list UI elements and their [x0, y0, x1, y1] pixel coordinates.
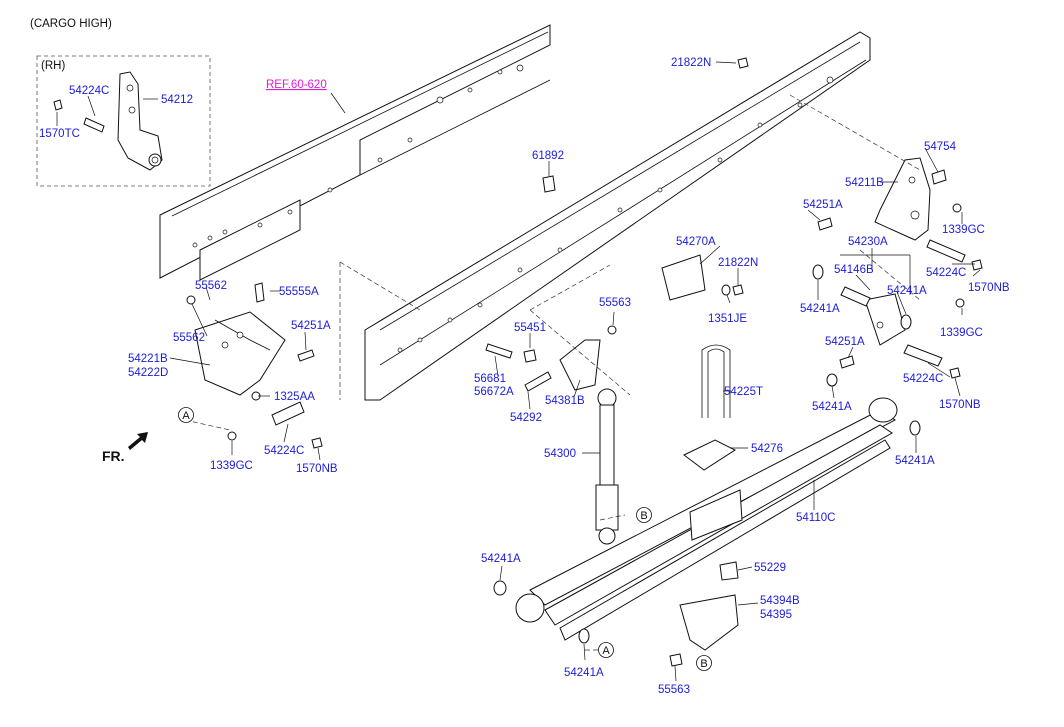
part-1325AA[interactable]: 1325AA	[274, 391, 315, 403]
part-54251A-right[interactable]: 54251A	[803, 199, 843, 211]
part-55562-a[interactable]: 55562	[195, 280, 227, 292]
part-54381B[interactable]: 54381B	[545, 395, 585, 407]
nut-55563-bottom	[669, 653, 683, 667]
part-1351JE[interactable]: 1351JE	[708, 313, 747, 325]
part-1570TC[interactable]: 1570TC	[39, 128, 80, 140]
rear-hanger-assembly	[812, 157, 983, 436]
washer-54241A-bottom	[578, 628, 590, 644]
circle-ref-b-bottom: B	[696, 655, 712, 671]
part-1570NB-r2[interactable]: 1570NB	[939, 399, 981, 411]
part-54222D[interactable]: 54222D	[128, 367, 168, 379]
frame-rail-lower	[364, 31, 871, 401]
frame-rail-upper	[159, 24, 551, 281]
front-hanger-assembly	[186, 282, 323, 449]
part-1570NB-r1[interactable]: 1570NB	[968, 282, 1010, 294]
part-54241A-r2[interactable]: 54241A	[800, 303, 840, 315]
spring-seat-54276	[683, 439, 737, 471]
part-54224C-r2[interactable]: 54224C	[903, 373, 943, 385]
part-54395[interactable]: 54395	[760, 609, 792, 621]
part-1570NB-left[interactable]: 1570NB	[296, 463, 338, 475]
svg-text:B: B	[700, 658, 707, 670]
inset-bracket-54212	[117, 71, 163, 171]
rh-inset: (RH)	[36, 55, 211, 187]
part-54225T[interactable]: 54225T	[724, 386, 763, 398]
variant-title: (CARGO HIGH)	[30, 18, 112, 30]
part-55562-b[interactable]: 55562	[173, 332, 205, 344]
svg-text:B: B	[640, 510, 647, 522]
inset-grease-fitting	[53, 99, 63, 111]
part-55563-mid[interactable]: 55563	[599, 297, 631, 309]
part-56672A[interactable]: 56672A	[474, 386, 514, 398]
part-54241A-bottom[interactable]: 54241A	[564, 667, 604, 679]
part-54241A-r3[interactable]: 54241A	[812, 401, 852, 413]
part-1339GC-left[interactable]: 1339GC	[210, 460, 253, 472]
frame-holes	[192, 64, 834, 353]
part-55555A[interactable]: 55555A	[279, 286, 319, 298]
inset-pin-54224C	[83, 117, 105, 133]
part-55563-bottom[interactable]: 55563	[658, 684, 690, 696]
part-54211B[interactable]: 54211B	[845, 177, 884, 189]
inset-side-label: (RH)	[41, 60, 65, 72]
part-21822N-top[interactable]: 21822N	[671, 57, 711, 69]
leaf-spring-54110C	[515, 397, 898, 641]
svg-text:A: A	[182, 410, 190, 422]
part-54221B[interactable]: 54221B	[128, 353, 168, 365]
u-bolt-54225T	[701, 344, 731, 418]
part-54241A-bottom-left[interactable]: 54241A	[481, 553, 521, 565]
part-54224C-left[interactable]: 54224C	[264, 445, 304, 457]
part-labels: 54224C 54212 1570TC 21822N 54754 61892 5…	[39, 57, 1010, 696]
part-54300[interactable]: 54300	[544, 448, 576, 460]
circle-ref-a-left: A	[178, 407, 194, 423]
shock-absorber-54300	[595, 388, 619, 545]
front-label: FR.	[102, 448, 125, 464]
part-54394B[interactable]: 54394B	[760, 595, 800, 607]
part-1339GC-r1[interactable]: 1339GC	[942, 224, 985, 236]
part-54224C-inset[interactable]: 54224C	[69, 85, 109, 97]
part-54276[interactable]: 54276	[751, 443, 783, 455]
part-54230A[interactable]: 54230A	[848, 236, 888, 248]
center-fasteners	[485, 57, 749, 392]
part-54292[interactable]: 54292	[510, 412, 542, 424]
part-54251A-center[interactable]: 54251A	[825, 336, 865, 348]
part-54270A[interactable]: 54270A	[676, 236, 716, 248]
part-21822N-mid[interactable]: 21822N	[718, 257, 758, 269]
circle-ref-b-shock: B	[636, 507, 652, 523]
part-54146B[interactable]: 54146B	[834, 264, 874, 276]
ref-link-60-620[interactable]: REF.60-620	[266, 79, 327, 91]
circle-ref-a-bottom: A	[598, 642, 614, 658]
part-61892[interactable]: 61892	[532, 150, 564, 162]
front-direction-indicator: FR.	[102, 432, 148, 464]
part-55451[interactable]: 55451	[514, 322, 546, 334]
clamp-plate-54394B	[679, 594, 739, 651]
part-55229[interactable]: 55229	[754, 562, 786, 574]
washer-54241A-left	[493, 580, 507, 596]
part-54251A-left[interactable]: 54251A	[291, 320, 331, 332]
part-56681[interactable]: 56681	[474, 373, 506, 385]
part-54224C-r1[interactable]: 54224C	[926, 267, 966, 279]
svg-text:A: A	[602, 645, 610, 657]
shock-bracket-54381B	[559, 339, 601, 391]
part-1339GC-r2[interactable]: 1339GC	[940, 327, 983, 339]
leader-lines	[169, 61, 981, 682]
part-54241A-r1[interactable]: 54241A	[887, 285, 927, 297]
front-arrow-icon	[128, 432, 148, 450]
part-54754[interactable]: 54754	[924, 141, 957, 153]
part-54110C[interactable]: 54110C	[796, 512, 835, 524]
part-54241A-r4[interactable]: 54241A	[895, 455, 935, 467]
part-54212[interactable]: 54212	[161, 94, 193, 106]
bump-stopper-54270A	[661, 254, 706, 301]
nut-55229	[719, 561, 739, 581]
